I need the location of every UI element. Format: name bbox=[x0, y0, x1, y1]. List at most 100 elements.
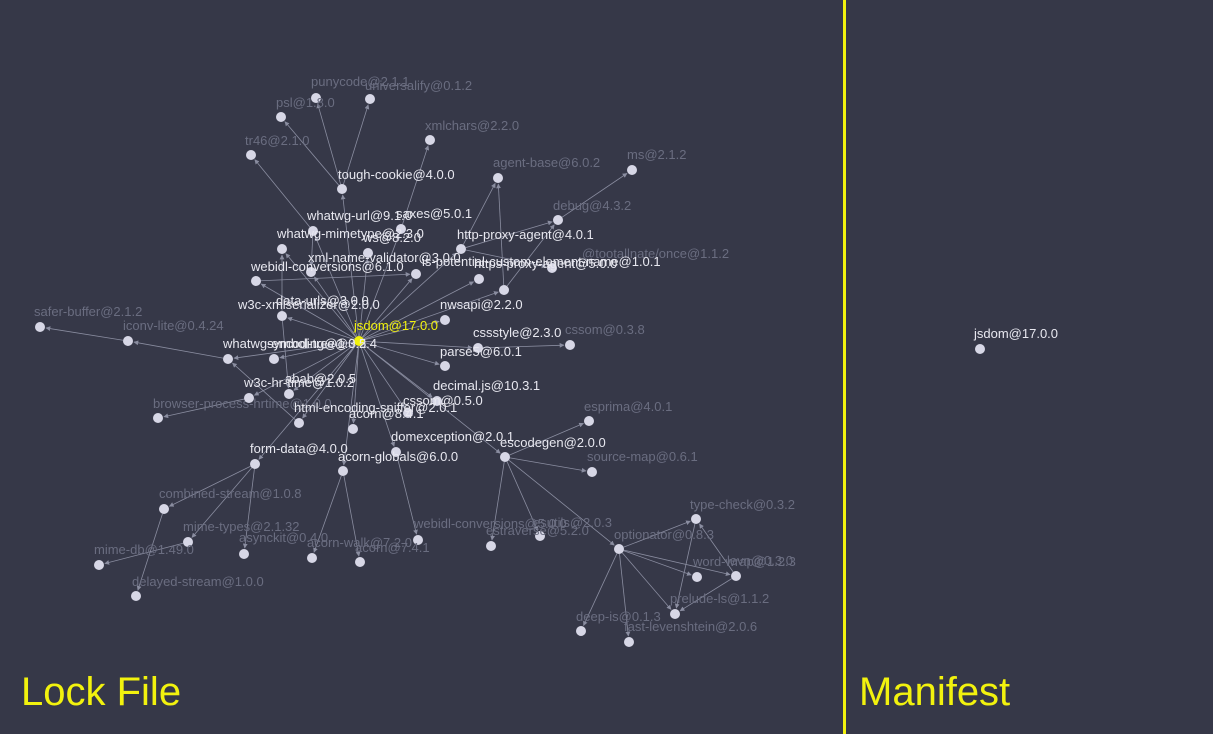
graph-node[interactable]: jsdom@17.0.0 bbox=[973, 326, 1058, 354]
graph-node[interactable]: psl@1.8.0 bbox=[276, 95, 335, 122]
graph-node[interactable]: acorn-walk@7.2.0 bbox=[307, 535, 412, 563]
graph-node[interactable]: deep-is@0.1.3 bbox=[576, 609, 661, 636]
node-dot[interactable] bbox=[975, 344, 985, 354]
graph-node[interactable]: esutils@2.0.3 bbox=[533, 515, 612, 541]
graph-node[interactable]: acorn@7.4.1 bbox=[355, 540, 430, 567]
node-dot[interactable] bbox=[306, 267, 316, 277]
graph-node[interactable]: type-check@0.3.2 bbox=[690, 497, 795, 524]
node-dot[interactable] bbox=[276, 112, 286, 122]
node-dot[interactable] bbox=[473, 343, 483, 353]
node-dot[interactable] bbox=[159, 504, 169, 514]
graph-node[interactable]: estraverse@5.2.0 bbox=[486, 523, 589, 551]
node-dot[interactable] bbox=[627, 165, 637, 175]
graph-node[interactable]: decimal.js@10.3.1 bbox=[432, 378, 540, 406]
graph-node[interactable]: ws@8.2.0 bbox=[362, 230, 421, 258]
graph-node[interactable]: levn@0.3.0 bbox=[727, 553, 793, 581]
node-dot[interactable] bbox=[587, 467, 597, 477]
node-dot[interactable] bbox=[624, 637, 634, 647]
graph-node[interactable]: w3c-xmlserializer@2.0.0 bbox=[237, 276, 380, 312]
graph-node[interactable]: https-proxy-agent@5.0.0 bbox=[474, 256, 617, 295]
node-dot[interactable] bbox=[547, 263, 557, 273]
node-dot[interactable] bbox=[499, 285, 509, 295]
node-dot[interactable] bbox=[251, 276, 261, 286]
graph-node[interactable]: iconv-lite@0.4.24 bbox=[123, 318, 224, 346]
node-dot[interactable] bbox=[294, 418, 304, 428]
graph-node[interactable]: symbol-tree@3.2.4 bbox=[267, 336, 377, 364]
graph-node-root[interactable]: jsdom@17.0.0 bbox=[353, 318, 438, 346]
node-dot[interactable] bbox=[348, 424, 358, 434]
graph-node[interactable]: data-urls@3.0.0 bbox=[276, 293, 369, 321]
graph-node[interactable]: w3c-hr-time@1.0.2 bbox=[243, 375, 354, 403]
graph-node[interactable]: xmlchars@2.2.0 bbox=[425, 118, 519, 145]
node-dot[interactable] bbox=[691, 514, 701, 524]
graph-node[interactable]: parse5@6.0.1 bbox=[440, 344, 522, 371]
graph-node[interactable]: acorn@8.4.1 bbox=[348, 406, 424, 434]
node-dot[interactable] bbox=[307, 553, 317, 563]
node-dot[interactable] bbox=[535, 531, 545, 541]
node-dot[interactable] bbox=[355, 557, 365, 567]
node-dot[interactable] bbox=[493, 173, 503, 183]
node-dot[interactable] bbox=[94, 560, 104, 570]
node-dot[interactable] bbox=[576, 626, 586, 636]
node-dot[interactable] bbox=[35, 322, 45, 332]
node-dot[interactable] bbox=[277, 244, 287, 254]
node-dot[interactable] bbox=[308, 226, 318, 236]
graph-node[interactable]: source-map@0.6.1 bbox=[587, 449, 698, 477]
graph-node[interactable]: cssom@0.5.0 bbox=[403, 393, 483, 418]
node-dot[interactable] bbox=[277, 311, 287, 321]
graph-node[interactable]: ms@2.1.2 bbox=[627, 147, 686, 175]
graph-node[interactable]: @tootallnate/once@1.1.2 bbox=[547, 246, 729, 273]
node-dot[interactable] bbox=[354, 336, 364, 346]
graph-node[interactable]: cssstyle@2.3.0 bbox=[473, 325, 561, 353]
graph-node[interactable]: whatwg-mimetype@2.3.0 bbox=[276, 226, 424, 254]
node-dot[interactable] bbox=[223, 354, 233, 364]
graph-node[interactable]: domexception@2.0.1 bbox=[391, 429, 514, 457]
node-dot[interactable] bbox=[432, 396, 442, 406]
graph-node[interactable]: xml-name-validator@3.0.0 bbox=[308, 250, 461, 279]
graph-node[interactable]: mime-db@1.49.0 bbox=[94, 542, 194, 570]
node-dot[interactable] bbox=[365, 94, 375, 104]
node-dot[interactable] bbox=[246, 150, 256, 160]
graph-node[interactable]: mime-types@2.1.32 bbox=[183, 519, 300, 547]
graph-node[interactable]: whatwg-url@9.1.0 bbox=[306, 208, 412, 236]
node-dot[interactable] bbox=[391, 447, 401, 457]
node-dot[interactable] bbox=[250, 459, 260, 469]
graph-node[interactable]: abab@2.0.5 bbox=[284, 371, 356, 399]
graph-node[interactable]: webidl-conversions@6.1.0 bbox=[250, 259, 404, 277]
node-dot[interactable] bbox=[244, 393, 254, 403]
graph-node[interactable]: browser-process-hrtime@1.0.0 bbox=[153, 396, 332, 423]
graph-node[interactable]: tr46@2.1.0 bbox=[245, 133, 310, 160]
graph-node[interactable]: agent-base@6.0.2 bbox=[493, 155, 600, 183]
node-dot[interactable] bbox=[553, 215, 563, 225]
graph-node[interactable]: nwsapi@2.2.0 bbox=[440, 297, 523, 325]
node-dot[interactable] bbox=[413, 535, 423, 545]
graph-node[interactable]: safer-buffer@2.1.2 bbox=[34, 304, 142, 332]
graph-node[interactable]: asynckit@0.4.0 bbox=[239, 530, 328, 559]
node-dot[interactable] bbox=[363, 248, 373, 258]
graph-node[interactable]: fast-levenshtein@2.0.6 bbox=[624, 619, 757, 647]
graph-node[interactable]: universalify@0.1.2 bbox=[365, 78, 472, 104]
node-dot[interactable] bbox=[403, 408, 413, 418]
node-dot[interactable] bbox=[284, 389, 294, 399]
graph-node[interactable]: html-encoding-sniffer@2.0.1 bbox=[294, 400, 457, 428]
node-dot[interactable] bbox=[396, 224, 406, 234]
node-dot[interactable] bbox=[474, 274, 484, 284]
graph-node[interactable]: acorn-globals@6.0.0 bbox=[338, 449, 458, 476]
node-dot[interactable] bbox=[338, 466, 348, 476]
graph-node[interactable]: webidl-conversions@5.0.0 bbox=[413, 516, 567, 545]
graph-node[interactable]: cssom@0.3.8 bbox=[565, 322, 645, 350]
node-dot[interactable] bbox=[183, 537, 193, 547]
node-dot[interactable] bbox=[692, 572, 702, 582]
graph-node[interactable]: is-potential-custom-element-name@1.0.1 bbox=[422, 254, 661, 284]
graph-node[interactable]: esprima@4.0.1 bbox=[584, 399, 672, 426]
graph-node[interactable]: combined-stream@1.0.8 bbox=[159, 486, 302, 514]
node-dot[interactable] bbox=[411, 269, 421, 279]
node-dot[interactable] bbox=[311, 93, 321, 103]
graph-node[interactable]: saxes@5.0.1 bbox=[396, 206, 472, 234]
node-dot[interactable] bbox=[565, 340, 575, 350]
node-dot[interactable] bbox=[456, 244, 466, 254]
graph-node[interactable]: optionator@0.8.3 bbox=[614, 527, 714, 554]
node-dot[interactable] bbox=[500, 452, 510, 462]
graph-node[interactable]: form-data@4.0.0 bbox=[250, 441, 348, 469]
graph-node[interactable]: escodegen@2.0.0 bbox=[500, 435, 606, 462]
